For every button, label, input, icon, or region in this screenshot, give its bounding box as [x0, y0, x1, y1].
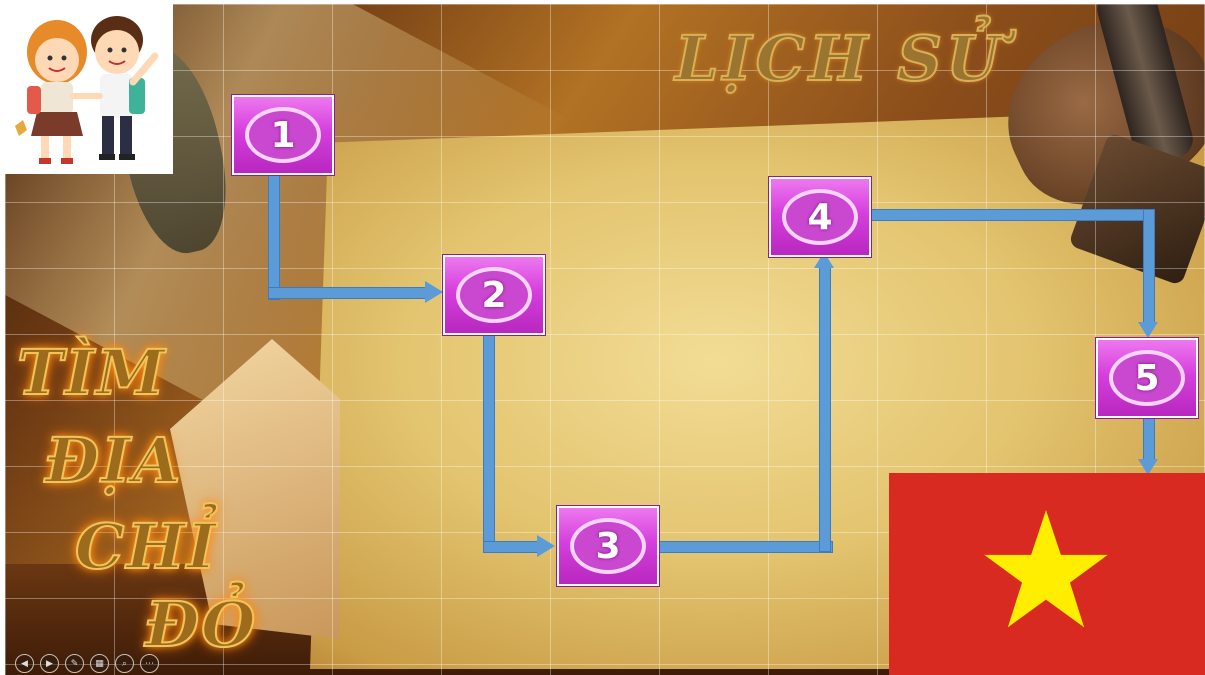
side-word-1: TÌM: [17, 336, 167, 409]
slides-icon[interactable]: ▦: [90, 654, 109, 673]
arrow-head-right-icon: [537, 535, 555, 557]
step-number: 4: [807, 197, 832, 238]
connector-4-5: [867, 209, 1155, 221]
side-word-4: ĐỎ: [145, 588, 257, 661]
connector-1-2: [268, 287, 430, 299]
step-4-button[interactable]: 4: [768, 176, 872, 258]
connector-5-flag: [1143, 414, 1155, 464]
step-number: 1: [270, 115, 295, 156]
arrow-head-right-icon: [425, 281, 443, 303]
kids-illustration: [5, 4, 173, 174]
step-ring: 2: [456, 267, 532, 323]
step-1-button[interactable]: 1: [231, 94, 335, 176]
step-ring: 3: [570, 518, 646, 574]
connector-4-5: [1143, 209, 1155, 326]
slide-title: LỊCH SỬ: [675, 22, 1004, 95]
connector-3-4: [655, 541, 833, 553]
slide: LỊCH SỬ TÌM ĐỊA CHỈ ĐỎ 1 2 3 4 5 ◀ ▶ ✎ ▦: [5, 4, 1205, 675]
kids-icon: [5, 4, 173, 174]
more-icon[interactable]: ⋯: [140, 654, 159, 673]
step-ring: 4: [782, 189, 858, 245]
step-ring: 5: [1109, 350, 1185, 406]
side-word-3: CHỈ: [75, 510, 218, 583]
step-ring: 1: [245, 107, 321, 163]
side-word-2: ĐỊA: [45, 424, 182, 497]
flag-star-icon: [983, 510, 1109, 630]
step-5-button[interactable]: 5: [1095, 337, 1199, 419]
step-2-button[interactable]: 2: [442, 254, 546, 336]
next-icon[interactable]: ▶: [40, 654, 59, 673]
step-number: 3: [595, 526, 620, 567]
connector-3-4: [819, 266, 831, 552]
arrow-head-down-icon: [1138, 322, 1158, 338]
step-number: 2: [481, 275, 506, 316]
connector-2-3: [483, 334, 495, 552]
pen-icon[interactable]: ✎: [65, 654, 84, 673]
prev-icon[interactable]: ◀: [15, 654, 34, 673]
connector-1-2: [268, 174, 280, 300]
zoom-icon[interactable]: ⌕: [115, 654, 134, 673]
step-number: 5: [1134, 358, 1159, 399]
step-3-button[interactable]: 3: [556, 505, 660, 587]
connector-2-3: [483, 541, 541, 553]
slideshow-controls: ◀ ▶ ✎ ▦ ⌕ ⋯: [15, 654, 159, 673]
